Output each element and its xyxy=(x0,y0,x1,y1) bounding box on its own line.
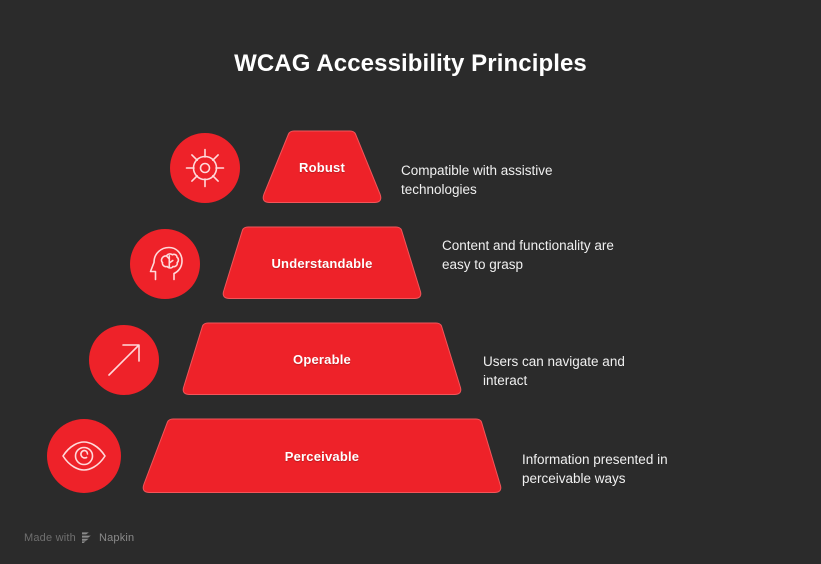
principle-label-perceivable: Perceivable xyxy=(284,448,360,464)
pyramid-diagram: Robust Compatible with assistive technol… xyxy=(47,128,668,496)
page-title: WCAG Accessibility Principles xyxy=(234,50,587,77)
watermark-prefix-label: Made with xyxy=(24,531,76,544)
principle-icon-understandable xyxy=(130,229,200,299)
napkin-watermark[interactable]: Made with Napkin xyxy=(24,531,134,544)
napkin-logo-icon xyxy=(81,531,94,544)
principle-description-understandable: Content and functionality are easy to gr… xyxy=(442,238,614,272)
principle-tier-perceivable[interactable]: Perceivable xyxy=(138,416,506,496)
principle-label-understandable: Understandable xyxy=(271,255,373,271)
principle-icon-perceivable xyxy=(47,419,121,493)
principle-description-robust: Compatible with assistive technologies xyxy=(401,163,553,197)
principle-description-perceivable: Information presented in perceivable way… xyxy=(522,452,668,486)
principle-icon-operable xyxy=(89,325,159,395)
arrow-up-right-icon xyxy=(102,338,146,382)
principle-tier-understandable[interactable]: Understandable xyxy=(218,224,426,302)
principle-label-operable: Operable xyxy=(293,351,351,367)
watermark-brand-label: Napkin xyxy=(98,531,135,544)
principle-icon-robust xyxy=(170,133,240,203)
head-brain-icon xyxy=(142,241,188,287)
eye-icon xyxy=(59,431,109,481)
sun-rays-icon xyxy=(183,146,227,190)
principle-tier-operable[interactable]: Operable xyxy=(178,320,466,398)
principle-label-robust: Robust xyxy=(299,159,345,175)
principle-tier-robust[interactable]: Robust xyxy=(258,128,386,206)
principle-description-operable: Users can navigate and interact xyxy=(483,354,625,388)
